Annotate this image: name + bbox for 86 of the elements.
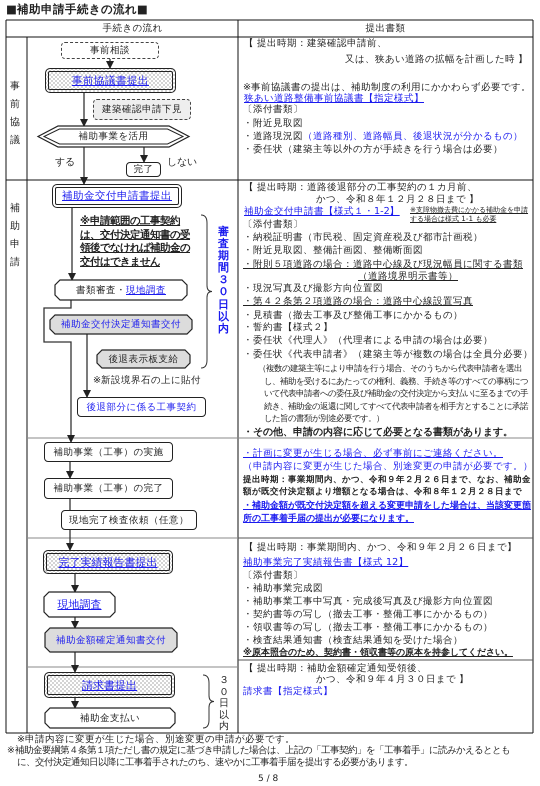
form-link: 補助金交付申請書【様式１・1-2】 [244,205,400,218]
link-text: 現地調査 [126,284,166,296]
list-item: ・契約書等の写し（撤去工事・整備工事にかかるもの） [243,608,493,621]
list-heading: 〔添付書類〕 [243,218,303,231]
form-link: 補助事業完了実績報告書【様式 12】 [243,556,408,569]
note-text: （申請内容に変更が生じた場合、別途変更の申請が必要です。） [243,460,533,473]
column-heading: 提出書類 [364,22,406,35]
list-heading: 〔添付書類〕 [243,569,303,582]
arrow [43,300,75,443]
arrow [106,59,114,69]
footnote-text: ※申請内容に変更が生じた場合、別途変更の申請が必要です。 [17,733,296,745]
dashed-box: 建築確認申請下見 [93,99,191,120]
list-note: （道路種別、道路幅員、後退状況が分かるもの） [303,131,523,142]
list-item: ・領収書等の写し（撤去工事・整備工事にかかるもの） [243,621,493,634]
note-text: ・その他、申請の内容に応じて必要となる書類があります。 [243,426,513,439]
note-paragraph: （複数の建築主等により申請を行う場合、そのうちから代表申請者を選出し、補助を受けるにあたっての権利、義務、手続き等のすべての事柄について代表申請者への委任及び補助金の交付決定から支払いに至るまでの手続き、補助金の返還に関してすべて代表申請者を相手方とすることに承諾した旨の書類が別途必要です。） [258,362,528,425]
section-label: 補助申請 [10,202,20,270]
period-label: 審査期間３０日以内 [218,226,229,335]
end-box: 完了 [126,162,161,177]
list-item: ・見積書（撤去工事及び整備工事にかかるもの） [243,309,463,322]
form-link: 請求書【指定様式】 [243,685,333,698]
octagon-box: 後退表示板支給 [97,350,190,368]
arrow [83,334,91,398]
deadline-text: 提出時期：事業期間内、かつ、令和９年２月２６日まで、なお、補助金額が既交付決定額より増額となる場合は、令和８年１２月２８日まで [243,475,532,498]
list-item: （道路境界明示書等） [358,270,458,283]
double-border-box: 補助金交付申請書提出 [52,184,182,208]
list-item: ・補助事業完成図 [243,582,323,595]
contact-note: ・計画に変更が生じる場合、必ず事前にご連絡ください。 [243,447,503,460]
deadline-text: 【 提出時期：補助金額確定通知受領後、 [244,662,428,674]
note-text: ※事前協議書の提出は、補助制度の利用にかかわらず必要です。 [243,81,532,93]
arrow [71,698,79,709]
list-heading: 〔添付書類〕 [243,103,303,116]
arrow [71,652,79,673]
process-box: 後退部分に係る工事契約 [77,397,206,417]
list-item: ・納税証明書（市民税、固定資産税及び都市計画税） [243,231,483,244]
form-link: 狭あい道路整備事前協議書【指定様式】 [244,92,424,104]
list-item: ・委任状（建築主等以外の方が手続きを行う場合は必要） [243,143,503,156]
dashed-box: 事前相談 [61,42,159,59]
footnote-text: ※補助金要綱第４条第１項ただし書の規定に基づき申請した場合は、上記の「工事契約」を「工事着手」に読みかえるとともに、交付決定通知日以降に工事着手されたのち、速やかに工事着手届を提出する必要があります。 [7,745,511,769]
warning-text: ※申請範囲の工事契約は、交付決定通知書の受領後でなければ補助金の交付はできません [80,215,190,269]
deadline-text: 【 提出時期：建築確認申請前、 [244,37,388,50]
list-note: ：道路中心線及び現況幅員に関する書類 [343,259,523,270]
edge-label: する [55,156,75,169]
process-box: 補助事業（工事）の実施 [44,442,173,462]
list-item: ・第４２条第２項道路の場合 [243,296,373,307]
process-box: 補助事業（工事）の完了 [44,478,173,499]
edge-label: しない [167,156,197,169]
deadline-text: 【 提出時期：事業期間内、かつ、令和９年２月２６日まで】 [244,541,518,554]
page-number: 5 / 8 [258,773,278,786]
period-label: ３０日以内 [219,675,229,732]
list-item: ・道路現況図 [243,131,303,142]
list-item: ・附近見取図 [243,117,303,130]
list-item: ・委任状《代理人》（代理者による申請の場合は必要） [243,334,493,347]
list-item: ・誓約書【様式２】 [243,321,333,334]
section-label: 事前協議 [10,80,20,148]
double-border-box: 完了実績報告書提出 [43,550,173,574]
arrow [68,208,76,281]
list-item: ・補助事業工事中写真・完成後写真及び撮影方向位置図 [243,595,493,608]
list-note: ：道路中心線設置写真 [373,296,473,307]
list-item: ・附則５項道路の場合 [243,259,343,270]
double-border-box: 請求書提出 [44,672,175,698]
list-item: ・委任状《代表申請者》（建築主等が複数の場合は全員分必要） [243,348,533,361]
arrow [71,574,79,593]
arrow [140,147,148,163]
column-heading: 手続きの流れ [102,22,164,35]
note-paragraph: ・補助金額が既交付決定額を超える変更申請をした場合は、当該変更箇所の工事着手届の提出が必要になります。 [243,500,532,526]
arrow [71,617,79,629]
list-item: ・現況写真及び撮影方向位置図 [243,282,383,295]
process-box: 現地完了検査依頼（任意） [61,510,197,530]
deadline-text: かつ、令和９年４月３０日まで 】 [316,673,470,686]
arrow [80,93,88,127]
decision-hexagon: 補助事業を活用 [38,126,189,147]
arrow [80,147,88,185]
deadline-text: 又は、狭あい道路の拡幅を計画した時 】 [345,53,528,66]
note-text: ※原本照合のため、契約書・領収書等の原本を持参してください。 [243,646,513,659]
double-border-box: 事前協議書提出 [45,68,176,93]
connector-line [69,499,71,510]
note-text: ※新設境界石の上に貼付 [93,374,202,387]
deadline-text: 【 提出時期：道路後退部分の工事契約の１カ月前、 [244,181,478,194]
deadline-text: かつ、令和８年１２月２８日まで 】 [316,193,480,206]
title: ■補助申請手続きの流れ■ [6,3,148,16]
list-item: ・検査結果通知書（検査結果通知を受けた場合） [243,634,463,647]
arrow [66,530,74,551]
arrow [66,462,74,479]
step-text: 書類審査・ [76,284,126,296]
list-item: ・附近見取図、整備計画図、整備断面図 [243,244,423,257]
